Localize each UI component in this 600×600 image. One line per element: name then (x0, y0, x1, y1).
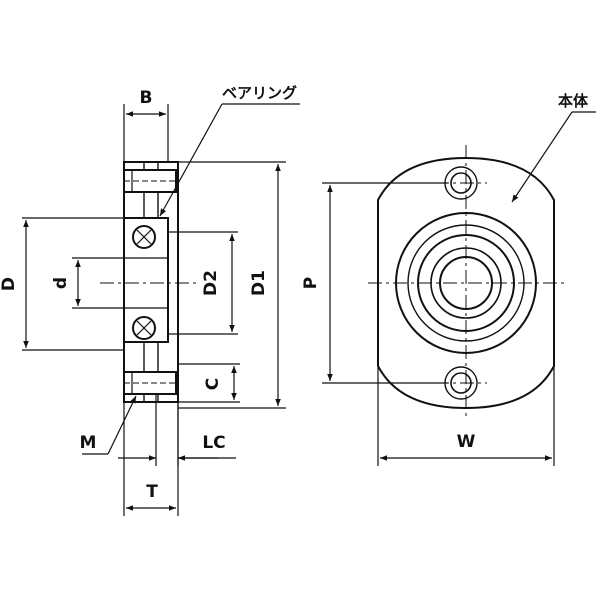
side-dimensions (22, 103, 300, 516)
label-d1: D1 (249, 270, 269, 296)
label-lc: LC (202, 433, 225, 453)
label-d-outer: D (0, 277, 19, 291)
label-m: M (80, 433, 97, 453)
label-t: T (146, 482, 158, 502)
label-c: C (203, 378, 223, 390)
label-p: P (301, 277, 321, 289)
label-body: 本体 (558, 92, 589, 110)
side-view (100, 161, 200, 403)
label-d2: D2 (201, 270, 221, 296)
label-bearing: ベアリング (222, 84, 297, 102)
label-b: B (140, 88, 153, 108)
label-w: W (457, 432, 476, 452)
label-d-bore: d (51, 277, 71, 289)
front-dimensions (322, 111, 596, 466)
